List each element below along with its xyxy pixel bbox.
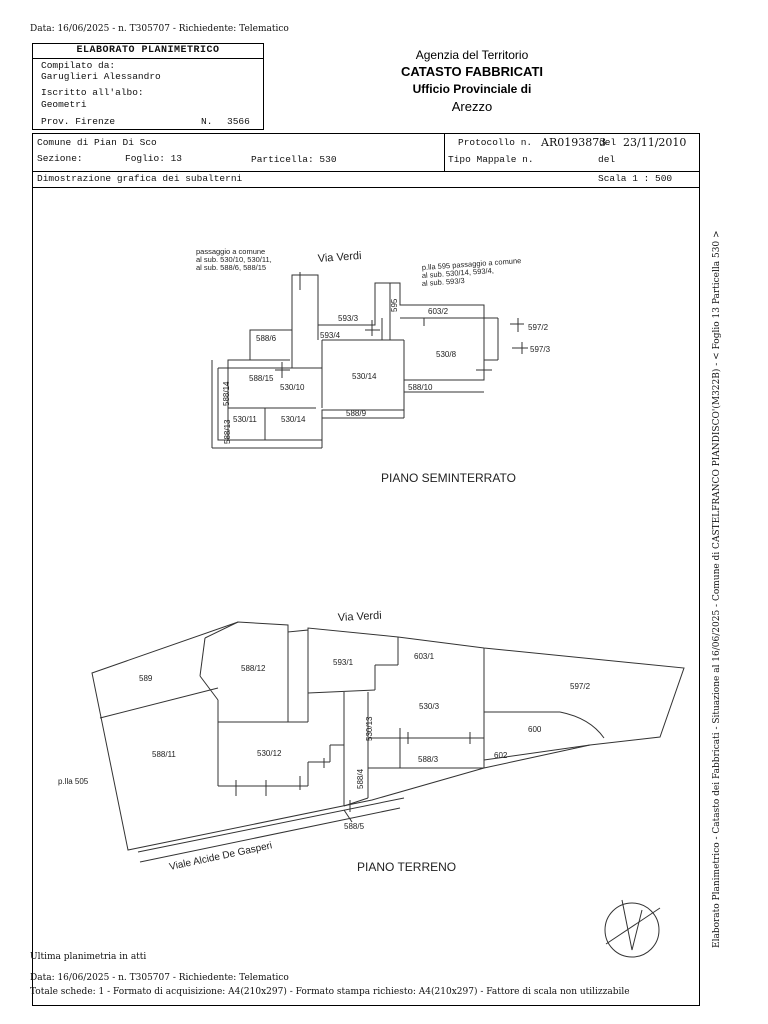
plan-terreno-outline	[91, 621, 685, 863]
foglio: Foglio: 13	[125, 153, 183, 164]
agency-line2: CATASTO FABBRICATI	[400, 64, 544, 79]
label-530-14-b: 530/14	[281, 415, 306, 424]
label-530-13: 530/13	[365, 716, 374, 741]
footer-last-plan: Ultima planimetria in atti	[30, 952, 147, 962]
agency-line4: Arezzo	[451, 99, 493, 114]
register-value: Geometri	[41, 99, 87, 110]
label-530-12: 530/12	[257, 749, 282, 758]
label-589: 589	[139, 674, 153, 683]
label-588-4: 588/4	[356, 768, 365, 789]
register-label: Iscritto all'albo:	[41, 87, 144, 98]
compiler-box: ELABORATO PLANIMETRICO Compilato da: Gar…	[32, 43, 264, 130]
caption-seminterrato: PIANO SEMINTERRATO	[381, 471, 516, 485]
footer-totals: Totale schede: 1 - Formato di acquisizio…	[30, 987, 630, 997]
label-593-3: 593/3	[338, 314, 359, 323]
document-frame: Comune di Pian Di Sco Protocollo n. AR01…	[32, 133, 700, 1006]
protocollo-date: 23/11/2010	[623, 136, 687, 149]
number-label: N.	[201, 116, 213, 127]
side-note: Elaborato Planimetrico - Catasto dei Fab…	[712, 230, 722, 948]
dimostrazione: Dimostrazione grafica dei subalterni	[37, 173, 243, 184]
label-530-3: 530/3	[419, 702, 440, 711]
label-597-2: 597/2	[528, 323, 549, 332]
north-arrow-icon	[604, 899, 661, 958]
info-row-divider	[33, 171, 699, 172]
caption-terreno: PIANO TERRENO	[357, 860, 456, 874]
note-right-3: al sub. 593/3	[422, 276, 465, 288]
upper-street: Via Verdi	[317, 250, 362, 265]
label-602: 602	[494, 751, 508, 760]
label-530-14-a: 530/14	[352, 372, 377, 381]
compiled-by: Garuglieri Alessandro	[41, 71, 161, 82]
tipo-mappale-del: del	[598, 154, 616, 165]
label-plla-505: p.lla 505	[58, 777, 89, 786]
label-588-10: 588/10	[408, 383, 433, 392]
info-separator	[444, 134, 445, 171]
protocollo-label: Protocollo n.	[458, 137, 533, 148]
label-588-14: 588/14	[222, 381, 231, 406]
label-597-3: 597/3	[530, 345, 551, 354]
label-530-8: 530/8	[436, 350, 457, 359]
label-588-12: 588/12	[241, 664, 266, 673]
label-530-11: 530/11	[233, 415, 257, 424]
label-588-15: 588/15	[249, 374, 274, 383]
label-588-5: 588/5	[344, 822, 365, 831]
label-593-1: 593/1	[333, 658, 354, 667]
label-593-4: 593/4	[320, 331, 341, 340]
protocollo-del-label: del	[599, 137, 617, 148]
compiler-box-title: ELABORATO PLANIMETRICO	[33, 44, 263, 59]
label-597-2-lower: 597/2	[570, 682, 591, 691]
label-530-10: 530/10	[280, 383, 305, 392]
lower-street: Via Verdi	[338, 610, 382, 624]
note-left-1: passaggio a comune	[196, 247, 265, 256]
label-595: 595	[390, 298, 399, 312]
particella: Particella: 530	[251, 154, 337, 165]
header-stamp: Data: 16/06/2025 - n. T305707 - Richiede…	[30, 24, 289, 34]
label-588-13: 588/13	[223, 419, 232, 444]
note-left-2: al sub. 530/10, 530/11,	[196, 255, 272, 264]
note-left-3: al sub. 588/6, 588/15	[196, 263, 266, 272]
label-588-9: 588/9	[346, 409, 367, 418]
agency-line3: Ufficio Provinciale di	[412, 82, 532, 96]
number-value: 3566	[227, 116, 250, 127]
scale: Scala 1 : 500	[598, 173, 673, 184]
compiled-by-label: Compilato da:	[41, 60, 116, 71]
protocollo-number: AR0193873	[541, 136, 607, 149]
tipo-mappale: Tipo Mappale n.	[448, 154, 534, 165]
label-603-2: 603/2	[428, 307, 449, 316]
comune: Comune di Pian Di Sco	[37, 137, 157, 148]
label-588-6: 588/6	[256, 334, 277, 343]
label-603-1: 603/1	[414, 652, 435, 661]
label-588-3: 588/3	[418, 755, 439, 764]
scale-row-divider	[33, 187, 699, 188]
label-600: 600	[528, 725, 542, 734]
label-588-11: 588/11	[152, 750, 176, 759]
agency-line1: Agenzia del Territorio	[415, 48, 529, 62]
sezione-label: Sezione:	[37, 153, 83, 164]
plan-seminterrato-outline	[211, 272, 528, 449]
province: Prov. Firenze	[41, 116, 116, 127]
footer-stamp: Data: 16/06/2025 - n. T305707 - Richiede…	[30, 973, 289, 983]
